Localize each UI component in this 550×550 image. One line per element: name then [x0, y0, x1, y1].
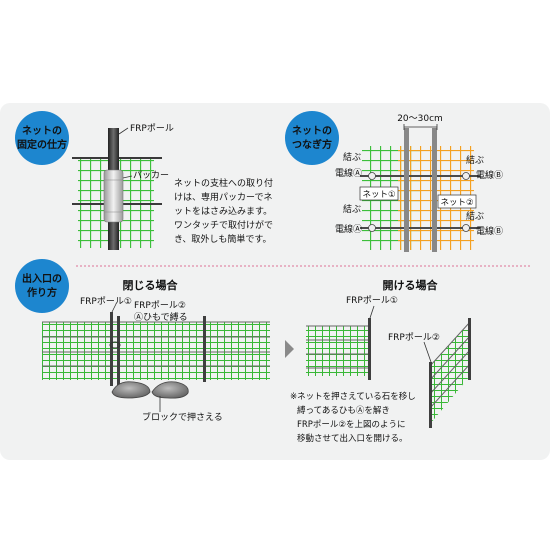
closed-illustration	[42, 312, 270, 399]
closed-tie-label: Ⓐひもで縛る	[134, 311, 188, 323]
closed-title: 閉じる場合	[123, 278, 179, 292]
open-title: 開ける場合	[383, 278, 439, 292]
block-stone-right	[151, 381, 189, 399]
closed-to-open-arrow	[285, 340, 294, 358]
closed-pole-1	[110, 312, 113, 386]
joining-wire-a-top-label: 電線Ⓐ	[335, 167, 362, 179]
fixing-packer	[103, 169, 124, 223]
badge-entrance-line1: 出入口の	[22, 272, 62, 285]
closed-pole1-label: FRPポール①	[80, 296, 132, 307]
joining-wire-b-bottom-label: 電線Ⓑ	[476, 225, 503, 237]
open-note-line3: FRPポール②を上図のように	[297, 420, 406, 430]
fixing-pole-label: FRPポール	[130, 123, 174, 134]
fixing-illustration	[72, 128, 162, 250]
badge-joining: ネットの つなぎ方	[285, 111, 339, 165]
joining-wire-b-top-label: 電線Ⓑ	[476, 169, 503, 181]
open-note-line4: 移動させて出入口を開ける。	[297, 433, 408, 444]
joining-tie-right-top	[462, 172, 470, 180]
joining-wire-a-bottom-label: 電線Ⓐ	[335, 223, 362, 235]
joining-tie-left-bottom	[368, 224, 376, 232]
joining-tie-right-top-label: 結ぶ	[466, 154, 484, 166]
closed-tie-knot	[109, 341, 121, 349]
open-pole-3	[468, 318, 471, 380]
open-note-line1: ※ネットを押さえている石を移し	[290, 391, 416, 402]
open-pole-2	[429, 362, 432, 428]
badge-joining-line1: ネットの	[292, 125, 332, 137]
block-stone-left	[111, 381, 151, 399]
block-label: ブロックで押さえる	[142, 411, 223, 423]
joining-net1-label: ネット①	[362, 190, 395, 200]
badge-entrance-line2: 作り方	[27, 286, 57, 299]
fixing-desc-line1: ネットの支柱への取り付	[174, 177, 273, 189]
open-pole-1	[368, 318, 371, 380]
joining-tie-left-top-label: 結ぶ	[343, 151, 361, 163]
badge-fixing-line2: 固定の仕方	[17, 138, 67, 151]
joining-tie-left-top	[368, 172, 376, 180]
badge-fixing: ネットの 固定の仕方	[15, 111, 69, 165]
open-note-line2: 縛ってあるひもⒶを解き	[297, 405, 390, 416]
badge-joining-line2: つなぎ方	[292, 138, 332, 151]
fixing-packer-leader	[122, 175, 133, 179]
closed-pole-3	[203, 316, 206, 382]
open-pole2-label: FRPポール②	[388, 332, 440, 343]
fixing-desc-line5: き、取外しも簡単です。	[174, 233, 271, 245]
joining-net2-box	[437, 194, 477, 209]
joining-net2-label: ネット②	[440, 198, 473, 208]
joining-pole-right	[432, 128, 437, 252]
joining-tie-right-bottom	[462, 224, 470, 232]
joining-span-label: 20～30cm	[397, 114, 443, 124]
fixing-pole-leader	[118, 127, 129, 135]
fixing-desc-line4: ワンタッチで取付けがで	[174, 219, 273, 231]
fixing-desc-line3: ットをはさみ込みます。	[174, 206, 272, 217]
joining-net1-box	[359, 186, 399, 201]
closed-pole-2	[117, 316, 120, 386]
fixing-desc-line2: けは、専用パッカーでネ	[174, 191, 272, 203]
joining-pole-left	[404, 128, 409, 252]
closed-pole2-label: FRPポール②	[134, 300, 186, 311]
joining-tie-left-bottom-label: 結ぶ	[343, 203, 361, 215]
closed-net	[42, 322, 270, 380]
open-pole1-label: FRPポール①	[346, 295, 398, 306]
badge-fixing-line1: ネットの	[22, 125, 62, 137]
fixing-description: ネットの支柱への取り付 けは、専用パッカーでネ ットをはさみ込みます。 ワンタッ…	[174, 177, 273, 245]
open-illustration	[306, 318, 471, 428]
fixing-packer-label: パッカー	[133, 170, 169, 181]
badge-entrance: 出入口の 作り方	[15, 259, 69, 313]
joining-tie-right-bottom-label: 結ぶ	[466, 210, 484, 222]
open-note: ※ネットを押さえている石を移し 縛ってあるひもⒶを解き FRPポール②を上図のよ…	[290, 391, 416, 444]
